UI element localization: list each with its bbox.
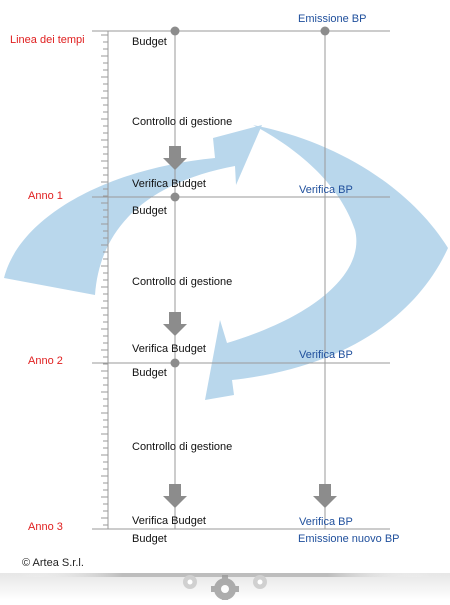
year-1-bp-check-label: Verifica BP xyxy=(299,184,353,196)
down-arrow-icon xyxy=(163,146,187,170)
cycle-arrows xyxy=(4,125,448,400)
budget-label: Budget xyxy=(132,205,167,217)
cycle-arrow-left xyxy=(4,125,262,295)
control-label: Controllo di gestione xyxy=(132,276,233,288)
down-arrow-icon xyxy=(163,312,187,336)
budget-start-dot xyxy=(170,26,180,36)
year-1-dot xyxy=(170,192,180,202)
gear-icon xyxy=(183,575,197,589)
year-2-bp-check-label: Verifica BP xyxy=(299,349,353,361)
cycle-arrow-right xyxy=(205,125,448,400)
grey-arrows xyxy=(163,146,337,508)
budget-check-label: Verifica Budget xyxy=(132,343,206,355)
year-lines xyxy=(92,30,390,530)
year-3-label: Anno 3 xyxy=(28,521,63,533)
year-2-dot xyxy=(170,358,180,368)
budget-check-label: Verifica Budget xyxy=(132,178,206,190)
down-arrow-icon xyxy=(163,484,187,508)
year-3-bp-check-label: Verifica BP xyxy=(299,516,353,528)
gear-icon xyxy=(211,575,239,603)
timeline-ticks xyxy=(101,34,108,526)
control-label: Controllo di gestione xyxy=(132,441,233,453)
year-1-label: Anno 1 xyxy=(28,190,63,202)
timeline-label: Linea dei tempi xyxy=(10,34,85,46)
node-dots xyxy=(170,26,330,368)
bp-start-dot xyxy=(320,26,330,36)
bp-issue-label: Emissione BP xyxy=(298,13,367,25)
down-arrow-icon xyxy=(313,484,337,508)
control-label: Controllo di gestione xyxy=(132,116,233,128)
budget-label: Budget xyxy=(132,36,167,48)
new-bp-issue-label: Emissione nuovo BP xyxy=(298,533,400,545)
budget-label: Budget xyxy=(132,533,167,545)
budget-label: Budget xyxy=(132,367,167,379)
gear-icon xyxy=(253,575,267,589)
budget-check-label: Verifica Budget xyxy=(132,515,206,527)
year-2-label: Anno 2 xyxy=(28,355,63,367)
footer-decoration xyxy=(0,573,450,603)
copyright-text: © Artea S.r.l. xyxy=(22,557,84,569)
